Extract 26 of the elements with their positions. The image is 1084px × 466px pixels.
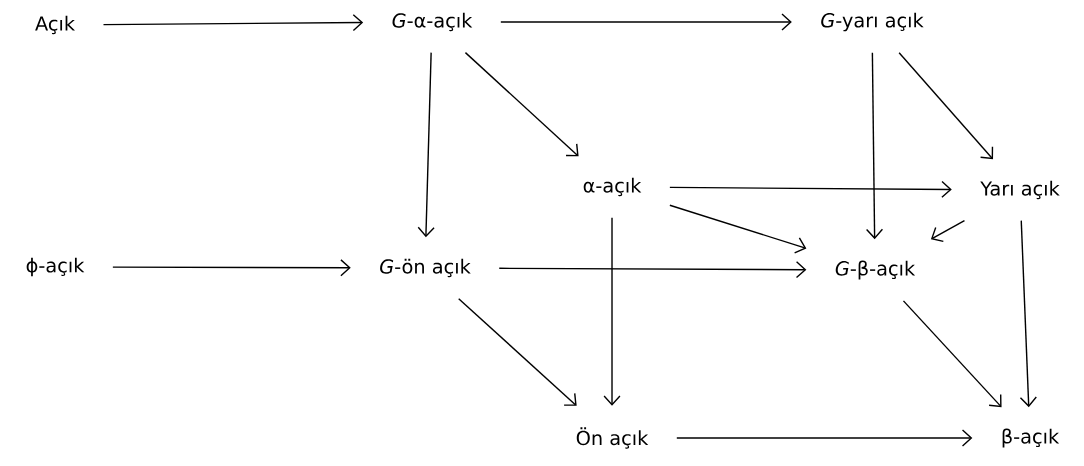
arrow (102, 14, 364, 32)
arrow (669, 180, 952, 199)
arrow (669, 204, 807, 254)
node-label: ϕ-açık (26, 257, 85, 277)
arrow (458, 297, 577, 406)
node-label: α-açık (583, 177, 642, 197)
arrow (865, 52, 884, 240)
arrow (930, 219, 966, 243)
node-label: G-ön açık (380, 258, 471, 278)
node-label: Yarı açık (980, 180, 1060, 200)
arrow (498, 261, 807, 279)
arrow (898, 52, 994, 160)
arrow (464, 51, 579, 157)
node-label: Açık (35, 15, 75, 35)
node-label: G-yarı açık (821, 12, 924, 32)
arrow (112, 259, 351, 277)
arrow (1019, 219, 1037, 408)
node-label: G-α-açık (392, 12, 473, 32)
arrow (500, 13, 792, 31)
arrow (417, 51, 435, 238)
arrow (603, 216, 621, 406)
node-label: β-açık (1002, 428, 1060, 448)
node-label: G-β-açık (835, 260, 916, 280)
arrow (676, 429, 973, 447)
arrow (902, 300, 1002, 408)
node-label: Ön açık (576, 427, 649, 449)
